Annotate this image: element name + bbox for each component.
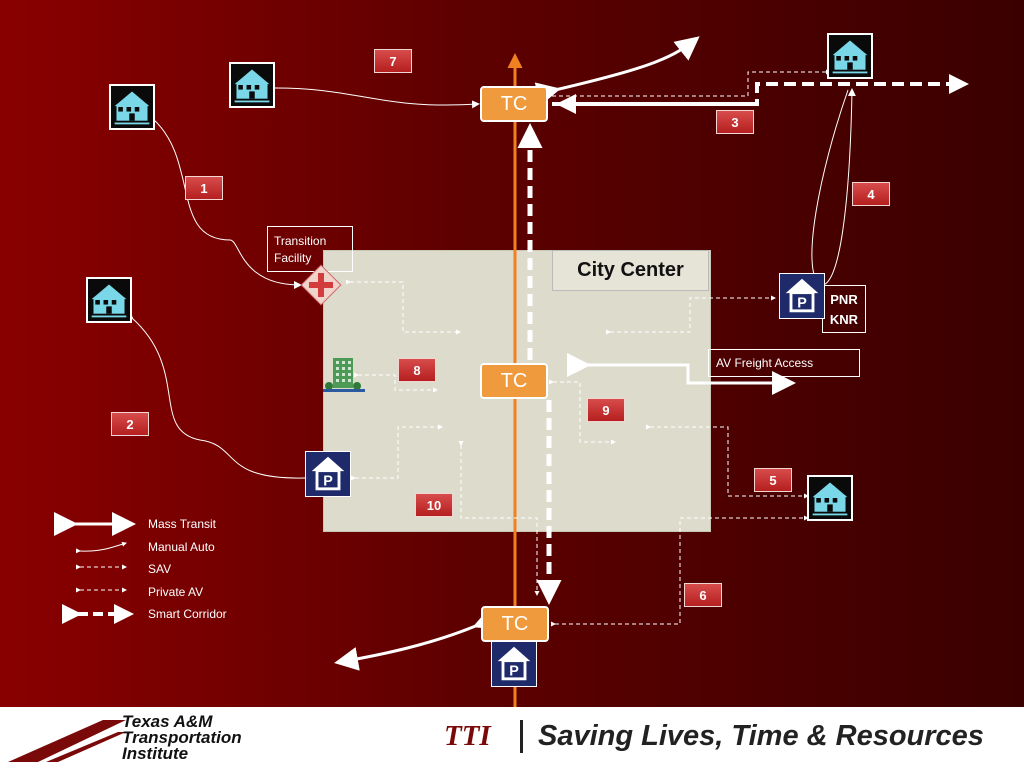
route-number-6: 6	[684, 583, 722, 607]
transit-center-south: TC	[481, 606, 549, 642]
route-7	[274, 87, 480, 109]
legend-manual-auto: Manual Auto	[148, 540, 215, 554]
sav-p-left	[351, 424, 443, 481]
sav-pnr	[606, 295, 776, 335]
house-icon	[229, 62, 275, 108]
sav-transition	[346, 279, 461, 335]
svg-text:P: P	[509, 663, 519, 679]
sav-6	[551, 515, 809, 627]
svg-text:P: P	[323, 473, 333, 489]
route-number-5: 5	[754, 468, 792, 492]
sav-3	[552, 69, 831, 97]
legend-manual-auto-arrow	[75, 541, 127, 554]
legend-mass-transit: Mass Transit	[148, 517, 217, 531]
office-building-icon	[323, 358, 365, 392]
pnr-knr-label: PNR KNR	[822, 285, 866, 333]
transit-center-middle: TC	[480, 363, 548, 399]
mass-transit-sw	[334, 607, 500, 671]
sav-10	[458, 441, 540, 596]
house-icon	[86, 277, 132, 323]
svg-text:P: P	[797, 295, 807, 311]
route-number-7: 7	[374, 49, 412, 73]
mass-transit-ne	[534, 36, 700, 106]
transition-facility-label: Transition Facility	[267, 226, 353, 272]
tamu-tti-logo-text: Texas A&M Transportation Institute	[122, 712, 242, 763]
sav-5	[646, 424, 809, 499]
transition-facility-icon	[300, 264, 342, 306]
route-number-2: 2	[111, 412, 149, 436]
parking-icon: P	[305, 451, 351, 497]
route-4	[811, 88, 856, 286]
route-number-9: 9	[587, 398, 625, 422]
legend-private-av: Private AV	[148, 585, 204, 599]
city-center-title: City Center	[552, 250, 709, 291]
house-icon	[109, 84, 155, 130]
freight-route	[567, 353, 796, 395]
sav-8	[354, 372, 438, 393]
house-icon	[807, 475, 853, 521]
route-2	[124, 311, 306, 479]
sav-9	[549, 379, 616, 445]
route-1	[144, 111, 302, 289]
route-number-4: 4	[852, 182, 890, 206]
legend-sav: SAV	[148, 562, 172, 576]
footer-divider	[520, 720, 523, 753]
legend-smart-corridor: Smart Corridor	[148, 607, 227, 621]
av-freight-access-label: AV Freight Access	[708, 349, 860, 377]
transit-center-north: TC	[480, 86, 548, 122]
route-number-10: 10	[415, 493, 453, 517]
route-number-3: 3	[716, 110, 754, 134]
tti-logo: TTI	[444, 720, 491, 752]
route-number-1: 1	[185, 176, 223, 200]
smart-corridor-east	[552, 74, 969, 106]
tamu-tti-logo-mark	[8, 720, 126, 762]
parking-icon: P	[779, 273, 825, 319]
route-number-8: 8	[398, 358, 436, 382]
house-icon	[827, 33, 873, 79]
parking-icon: P	[491, 641, 537, 687]
footer-bar	[0, 707, 1024, 768]
footer-slogan: Saving Lives, Time & Resources	[538, 720, 984, 752]
